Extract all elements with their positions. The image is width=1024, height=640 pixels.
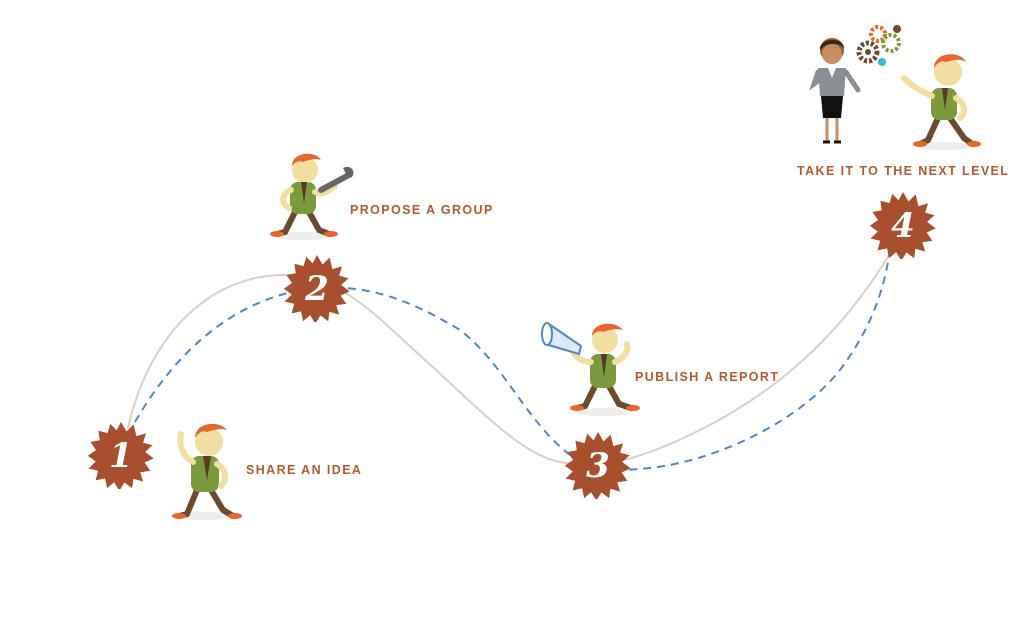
- step-4-number: 4: [891, 206, 915, 246]
- man-with-wrench-icon: [270, 153, 354, 240]
- step-2-label: PROPOSE A GROUP: [350, 203, 494, 217]
- step-1-badge: 1: [87, 422, 154, 489]
- step-3-badge: 3: [564, 432, 631, 499]
- step-3-label: PUBLISH A REPORT: [635, 370, 780, 384]
- man-with-megaphone-icon: [541, 322, 640, 416]
- step-2-number: 2: [304, 269, 329, 309]
- step-1-label: SHARE AN IDEA: [246, 463, 363, 477]
- gears-icon: [856, 25, 901, 66]
- businesswoman-icon: [809, 38, 861, 144]
- man-with-hand-raised-icon: [901, 54, 981, 150]
- pointing-man-icon: [172, 423, 242, 520]
- step-3-number: 3: [586, 446, 610, 486]
- step-4-badge: 4: [869, 192, 936, 259]
- step-2-badge: 2: [283, 255, 350, 322]
- solid-path: [127, 244, 896, 466]
- businesswoman-and-man-with-gears-icon: [809, 25, 981, 150]
- step-4-label: TAKE IT TO THE NEXT LEVEL: [797, 164, 1010, 178]
- step-1-number: 1: [109, 436, 133, 476]
- dashed-path: [134, 247, 891, 472]
